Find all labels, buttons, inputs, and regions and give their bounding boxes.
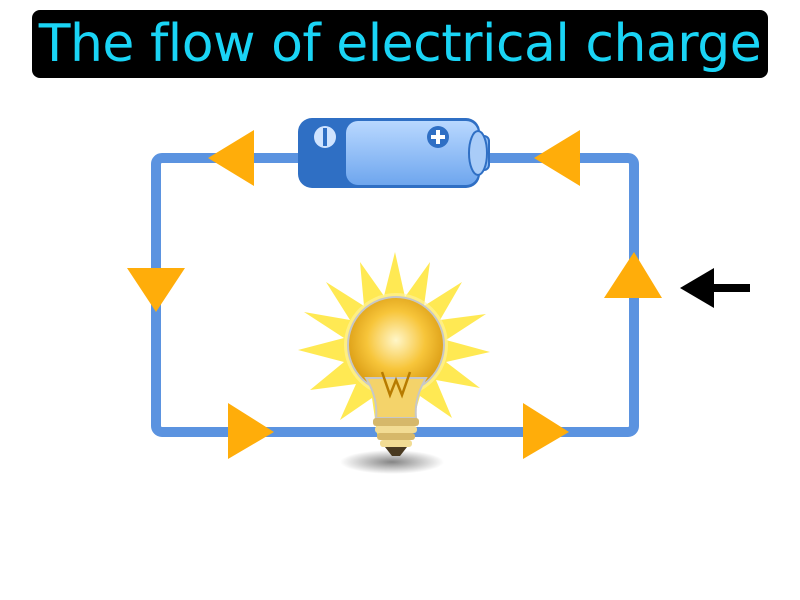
battery-positive-terminal bbox=[427, 126, 449, 148]
flow-arrow-right bbox=[604, 252, 662, 298]
flow-arrow-left bbox=[127, 268, 185, 312]
lightbulb-icon bbox=[298, 252, 490, 474]
arrow-left-icon bbox=[680, 268, 750, 308]
page-title: The flow of electrical charge bbox=[38, 14, 762, 74]
flow-arrow-top-right bbox=[534, 130, 580, 186]
battery-icon bbox=[298, 118, 490, 188]
flow-arrow-bottom-left bbox=[228, 403, 274, 459]
flow-arrow-bottom-right bbox=[523, 403, 569, 459]
flow-arrow-top-left bbox=[208, 130, 254, 186]
title-bar: The flow of electrical charge bbox=[32, 10, 768, 78]
battery-negative-terminal bbox=[314, 126, 336, 148]
